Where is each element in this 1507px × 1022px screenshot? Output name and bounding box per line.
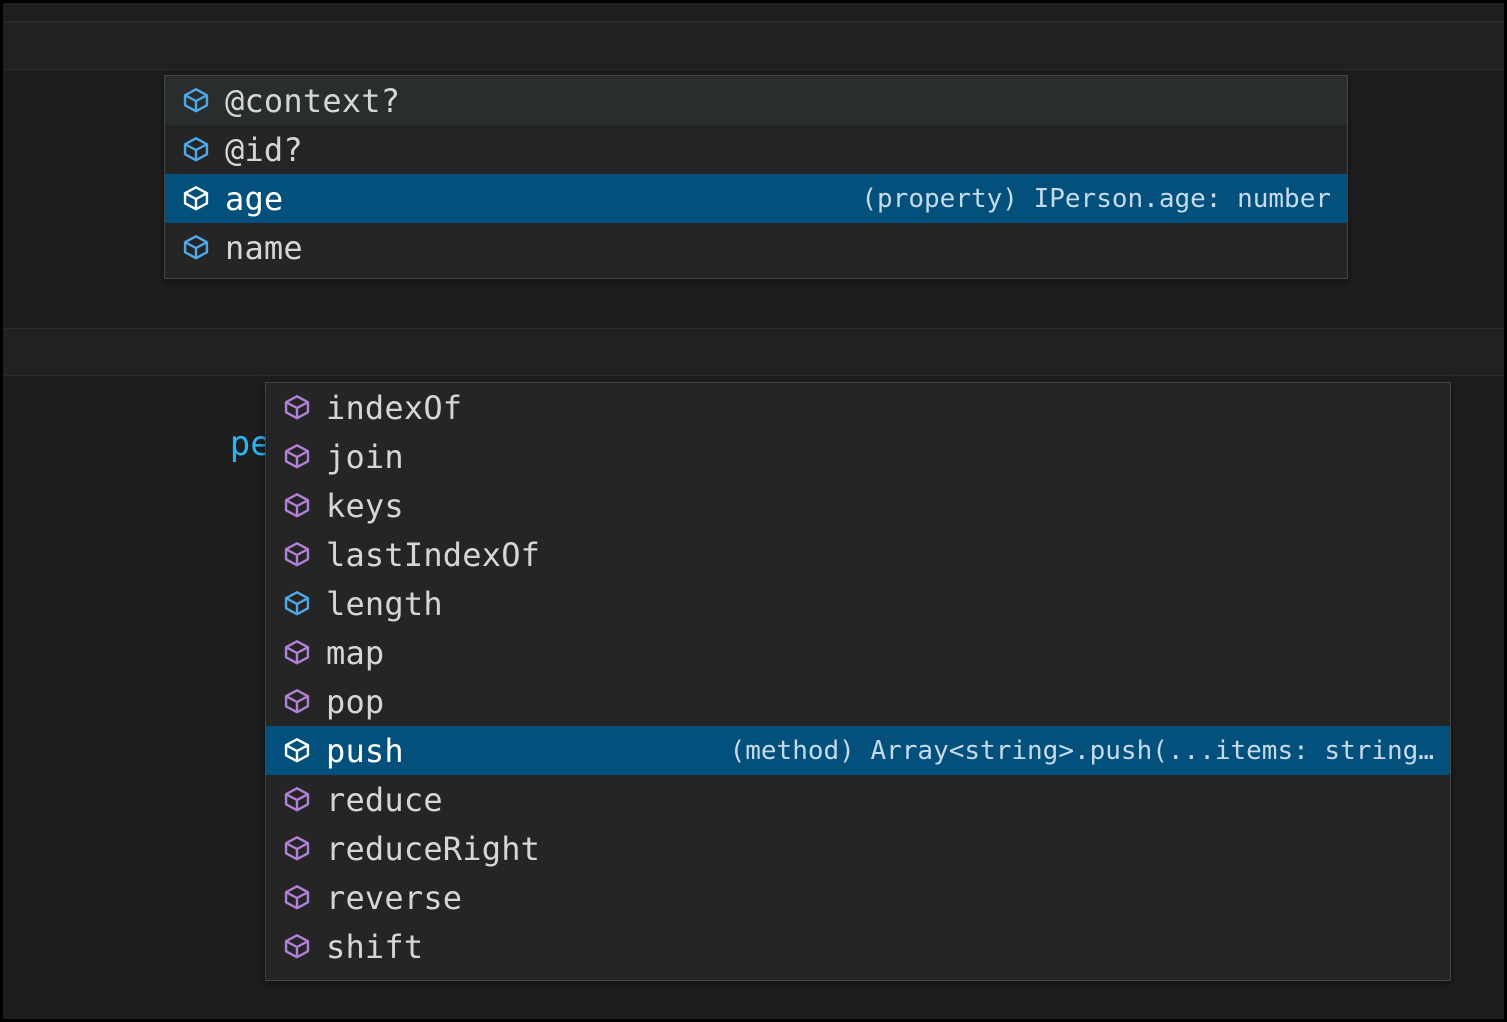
method-cube-icon bbox=[280, 538, 314, 572]
suggest-item-reverse[interactable]: reverse bbox=[266, 873, 1450, 922]
suggest-item-shift[interactable]: shift bbox=[266, 922, 1450, 971]
property-cube-icon bbox=[179, 182, 213, 216]
property-cube-icon bbox=[179, 231, 213, 265]
suggest-item-detail: (method) Array<string>.push(...items: st… bbox=[729, 735, 1434, 766]
suggest-item-lastindexof[interactable]: lastIndexOf bbox=[266, 530, 1450, 579]
property-cube-icon bbox=[280, 587, 314, 621]
method-cube-icon bbox=[280, 832, 314, 866]
suggest-item-length[interactable]: length bbox=[266, 579, 1450, 628]
suggest-item-label: shift bbox=[326, 927, 424, 966]
suggest-item-label: reverse bbox=[326, 878, 463, 917]
suggest-item-label: keys bbox=[326, 486, 404, 525]
method-cube-icon bbox=[280, 685, 314, 719]
method-cube-icon bbox=[280, 734, 314, 768]
suggest-item-indexof[interactable]: indexOf bbox=[266, 383, 1450, 432]
suggest-widget-person[interactable]: @context? @id? bbox=[164, 75, 1348, 279]
suggest-item-label: reduce bbox=[326, 780, 443, 819]
suggest-item-label: age bbox=[225, 179, 284, 218]
suggest-item-name[interactable]: name bbox=[165, 223, 1347, 272]
suggest-item-label: join bbox=[326, 437, 404, 476]
method-cube-icon bbox=[280, 636, 314, 670]
code-line-2[interactable]: person.name.; bbox=[3, 328, 1504, 464]
method-cube-icon bbox=[280, 489, 314, 523]
method-cube-icon bbox=[280, 783, 314, 817]
suggest-item-label: reduceRight bbox=[326, 829, 541, 868]
suggest-item-label: @context? bbox=[225, 81, 401, 120]
suggest-item-reduceright[interactable]: reduceRight bbox=[266, 824, 1450, 873]
suggest-widget-name[interactable]: indexOf join keys bbox=[265, 382, 1451, 981]
suggest-item-map[interactable]: map bbox=[266, 628, 1450, 677]
suggest-item-label: indexOf bbox=[326, 388, 463, 427]
suggest-item-keys[interactable]: keys bbox=[266, 481, 1450, 530]
method-cube-icon bbox=[280, 391, 314, 425]
code-line-1[interactable]: person.; bbox=[3, 22, 1504, 158]
suggest-item-label: map bbox=[326, 633, 385, 672]
suggest-item-label: @id? bbox=[225, 130, 303, 169]
editor-top-strip bbox=[3, 3, 1504, 22]
suggest-item-label: length bbox=[326, 584, 443, 623]
suggest-item-pop[interactable]: pop bbox=[266, 677, 1450, 726]
suggest-item-join[interactable]: join bbox=[266, 432, 1450, 481]
suggest-item-label: push bbox=[326, 731, 404, 770]
suggest-item-id[interactable]: @id? bbox=[165, 125, 1347, 174]
method-cube-icon bbox=[280, 930, 314, 964]
property-cube-icon bbox=[179, 133, 213, 167]
suggest-item-label: name bbox=[225, 228, 303, 267]
property-cube-icon bbox=[179, 84, 213, 118]
method-cube-icon bbox=[280, 440, 314, 474]
suggest-item-age[interactable]: age (property) IPerson.age: number bbox=[165, 174, 1347, 223]
suggest-item-context[interactable]: @context? bbox=[165, 76, 1347, 125]
suggest-item-label: pop bbox=[326, 682, 385, 721]
suggest-item-reduce[interactable]: reduce bbox=[266, 775, 1450, 824]
suggest-item-push[interactable]: push (method) Array<string>.push(...item… bbox=[266, 726, 1450, 775]
code-editor[interactable]: person.; @context? bbox=[3, 3, 1504, 1019]
method-cube-icon bbox=[280, 881, 314, 915]
suggest-item-label: lastIndexOf bbox=[326, 535, 541, 574]
suggest-item-detail: (property) IPerson.age: number bbox=[861, 183, 1332, 214]
